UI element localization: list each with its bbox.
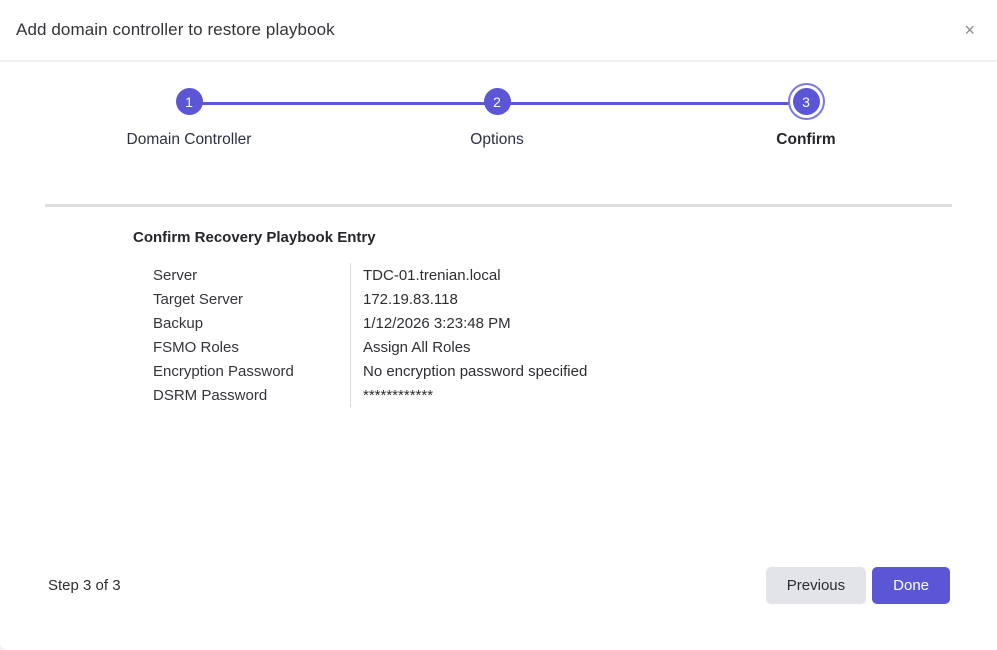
dialog-header: Add domain controller to restore playboo… bbox=[0, 0, 997, 62]
summary-table: Server TDC-01.trenian.local Target Serve… bbox=[153, 263, 997, 407]
encryption-password-value: No encryption password specified bbox=[350, 359, 587, 383]
step-options[interactable]: 2 Options bbox=[387, 88, 607, 149]
target-server-value: 172.19.83.118 bbox=[350, 287, 458, 311]
encryption-password-label: Encryption Password bbox=[153, 362, 294, 380]
step-3-label: Confirm bbox=[776, 131, 836, 148]
footer-buttons: Previous Done bbox=[765, 567, 950, 604]
table-row: Target Server 172.19.83.118 bbox=[153, 287, 997, 311]
step-1-label: Domain Controller bbox=[126, 131, 252, 148]
step-confirm[interactable]: 3 Confirm bbox=[696, 88, 916, 149]
target-server-label: Target Server bbox=[153, 290, 244, 308]
close-icon[interactable]: × bbox=[960, 17, 979, 43]
backup-value: 1/12/2026 3:23:48 PM bbox=[350, 311, 511, 335]
dialog-title: Add domain controller to restore playboo… bbox=[16, 20, 335, 39]
step-2-circle: 2 bbox=[483, 88, 511, 115]
previous-button[interactable]: Previous bbox=[765, 567, 867, 604]
confirm-panel: Confirm Recovery Playbook Entry Server T… bbox=[0, 207, 997, 567]
dialog-footer: Step 3 of 3 Previous Done bbox=[0, 567, 997, 604]
table-row: Encryption Password No encryption passwo… bbox=[153, 359, 997, 383]
done-button[interactable]: Done bbox=[872, 567, 950, 604]
dsrm-password-value: ************ bbox=[350, 383, 433, 407]
server-label: Server bbox=[153, 266, 198, 284]
table-row: Server TDC-01.trenian.local bbox=[153, 263, 997, 287]
table-row: Backup 1/12/2026 3:23:48 PM bbox=[153, 311, 997, 335]
table-row: FSMO Roles Assign All Roles bbox=[153, 335, 997, 359]
step-2-label: Options bbox=[470, 131, 524, 148]
fsmo-roles-label: FSMO Roles bbox=[153, 338, 239, 356]
wizard-stepper: 1 Domain Controller 2 Options 3 Confirm bbox=[0, 88, 997, 204]
table-row: DSRM Password ************ bbox=[153, 383, 997, 407]
fsmo-roles-value: Assign All Roles bbox=[350, 335, 471, 359]
confirm-heading: Confirm Recovery Playbook Entry bbox=[133, 229, 376, 246]
stepper-divider bbox=[45, 204, 952, 207]
step-1-circle: 1 bbox=[175, 88, 203, 115]
backup-label: Backup bbox=[153, 314, 204, 332]
server-value: TDC-01.trenian.local bbox=[350, 263, 501, 287]
dsrm-password-label: DSRM Password bbox=[153, 386, 268, 404]
step-3-circle: 3 bbox=[792, 88, 820, 115]
step-domain-controller[interactable]: 1 Domain Controller bbox=[79, 88, 299, 149]
step-indicator: Step 3 of 3 bbox=[48, 577, 121, 594]
